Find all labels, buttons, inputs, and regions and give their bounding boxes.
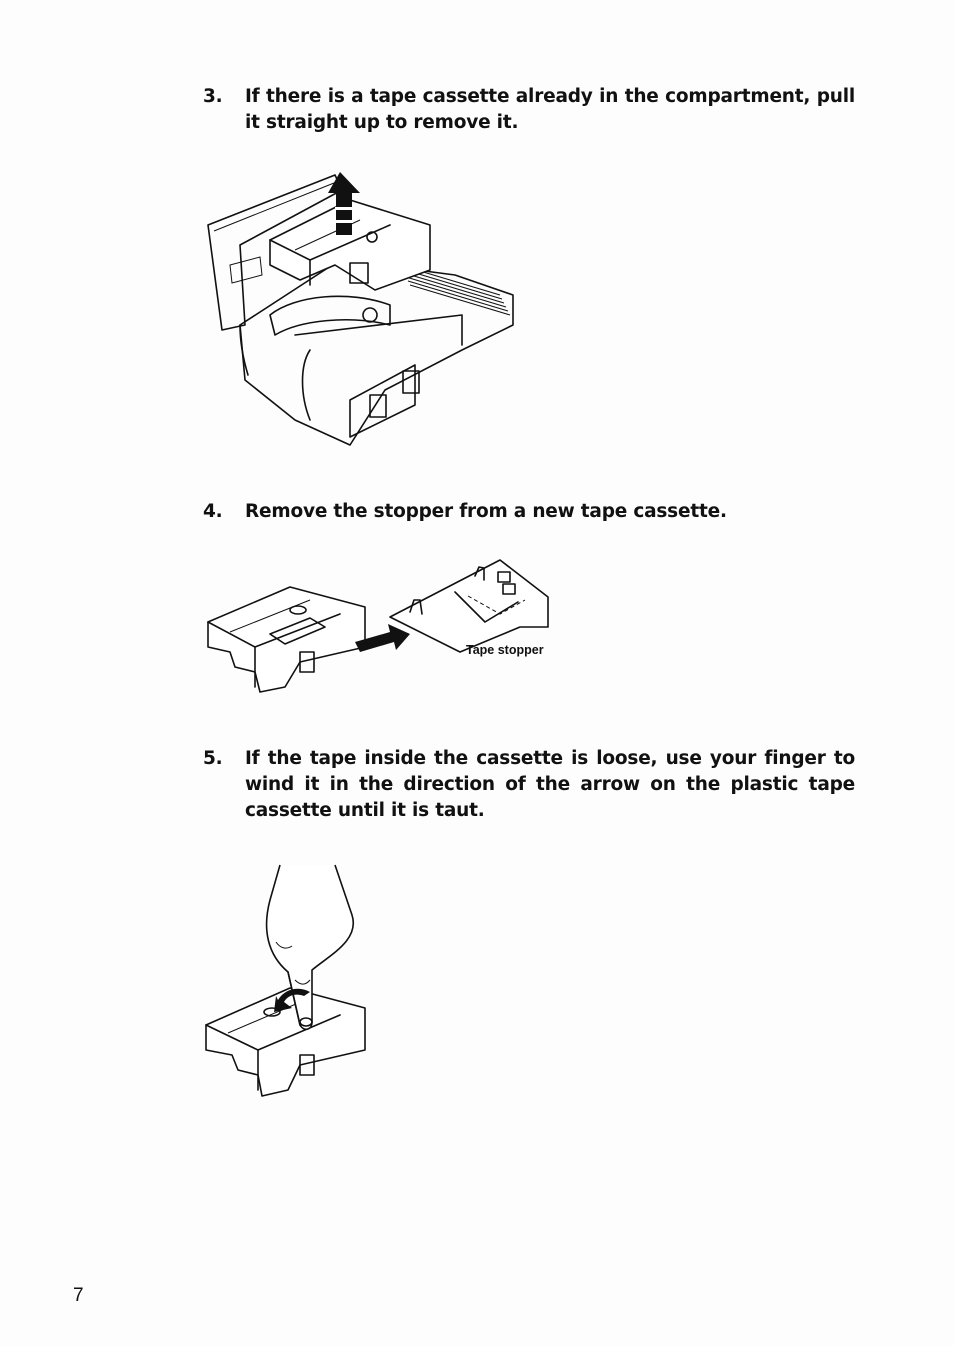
step-4-number: 4.	[203, 501, 223, 522]
remove-stopper-illustration	[207, 559, 549, 693]
step-3-text: If there is a tape cassette already in t…	[245, 86, 855, 133]
step-5: 5. If the tape inside the cassette is lo…	[203, 746, 855, 824]
step-3: 3. If there is a tape cassette already i…	[203, 84, 855, 136]
step-5-number: 5.	[203, 748, 223, 769]
wind-tape-illustration	[205, 864, 366, 1097]
lift-cassette-illustration	[207, 172, 514, 446]
tape-stopper-label: Tape stopper	[466, 643, 544, 657]
step-4: 4. Remove the stopper from a new tape ca…	[203, 499, 855, 525]
page-number: 7	[73, 1285, 84, 1306]
step-4-text: Remove the stopper from a new tape casse…	[245, 501, 727, 522]
step-5-text: If the tape inside the cassette is loose…	[245, 748, 855, 821]
step-3-number: 3.	[203, 86, 223, 107]
